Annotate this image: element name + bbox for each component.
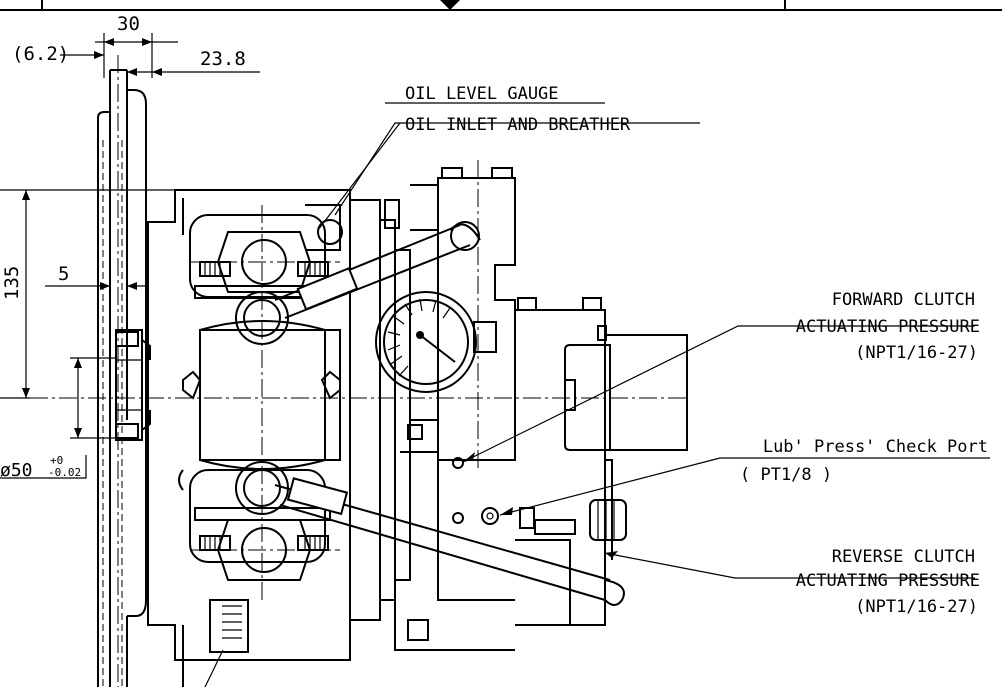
title-block-border bbox=[0, 0, 1002, 11]
centerlines bbox=[30, 205, 690, 600]
check-port-icons bbox=[452, 457, 499, 525]
label-reverse-1: REVERSE CLUTCH bbox=[832, 547, 975, 567]
label-oil-inlet: OIL INLET AND BREATHER bbox=[405, 115, 631, 135]
dimension-lines bbox=[0, 33, 260, 479]
upper-hose bbox=[274, 221, 481, 319]
side-bosses bbox=[182, 370, 341, 400]
dim-5: 5 bbox=[58, 263, 69, 285]
label-reverse-3: (NPT1/16-27) bbox=[855, 597, 978, 617]
dim-30: 30 bbox=[117, 13, 140, 35]
label-lub-1: Lub' Press' Check Port bbox=[763, 437, 988, 457]
dim-dia-tol-lower: -0.02 bbox=[48, 466, 81, 479]
gearbox-housing bbox=[147, 189, 411, 687]
dim-135: 135 bbox=[1, 266, 23, 300]
label-oil-level-gauge: OIL LEVEL GAUGE bbox=[405, 84, 559, 104]
label-reverse-2: ACTUATING PRESSURE bbox=[796, 571, 980, 591]
dimension-texts: 30 (6.2) 23.8 5 135 ø50 +0 -0.02 bbox=[0, 13, 246, 481]
label-forward-1: FORWARD CLUTCH bbox=[832, 290, 975, 310]
flange-hub bbox=[115, 329, 151, 441]
callout-texts: OIL LEVEL GAUGE OIL INLET AND BREATHER F… bbox=[405, 84, 988, 617]
dim-6-2: (6.2) bbox=[12, 43, 69, 65]
dim-dia-50: ø50 bbox=[0, 460, 33, 481]
pressure-gauge-icon bbox=[375, 291, 497, 393]
dim-23-8: 23.8 bbox=[200, 48, 246, 70]
valve-block bbox=[305, 160, 688, 651]
label-forward-2: ACTUATING PRESSURE bbox=[796, 317, 980, 337]
dim-dia-tol-upper: +0 bbox=[50, 454, 63, 467]
label-forward-3: (NPT1/16-27) bbox=[855, 343, 978, 363]
lower-hose bbox=[274, 477, 625, 606]
label-lub-2: ( PT1/8 ) bbox=[740, 465, 832, 485]
coupling-flange bbox=[97, 55, 147, 687]
leader-lines bbox=[204, 102, 990, 687]
